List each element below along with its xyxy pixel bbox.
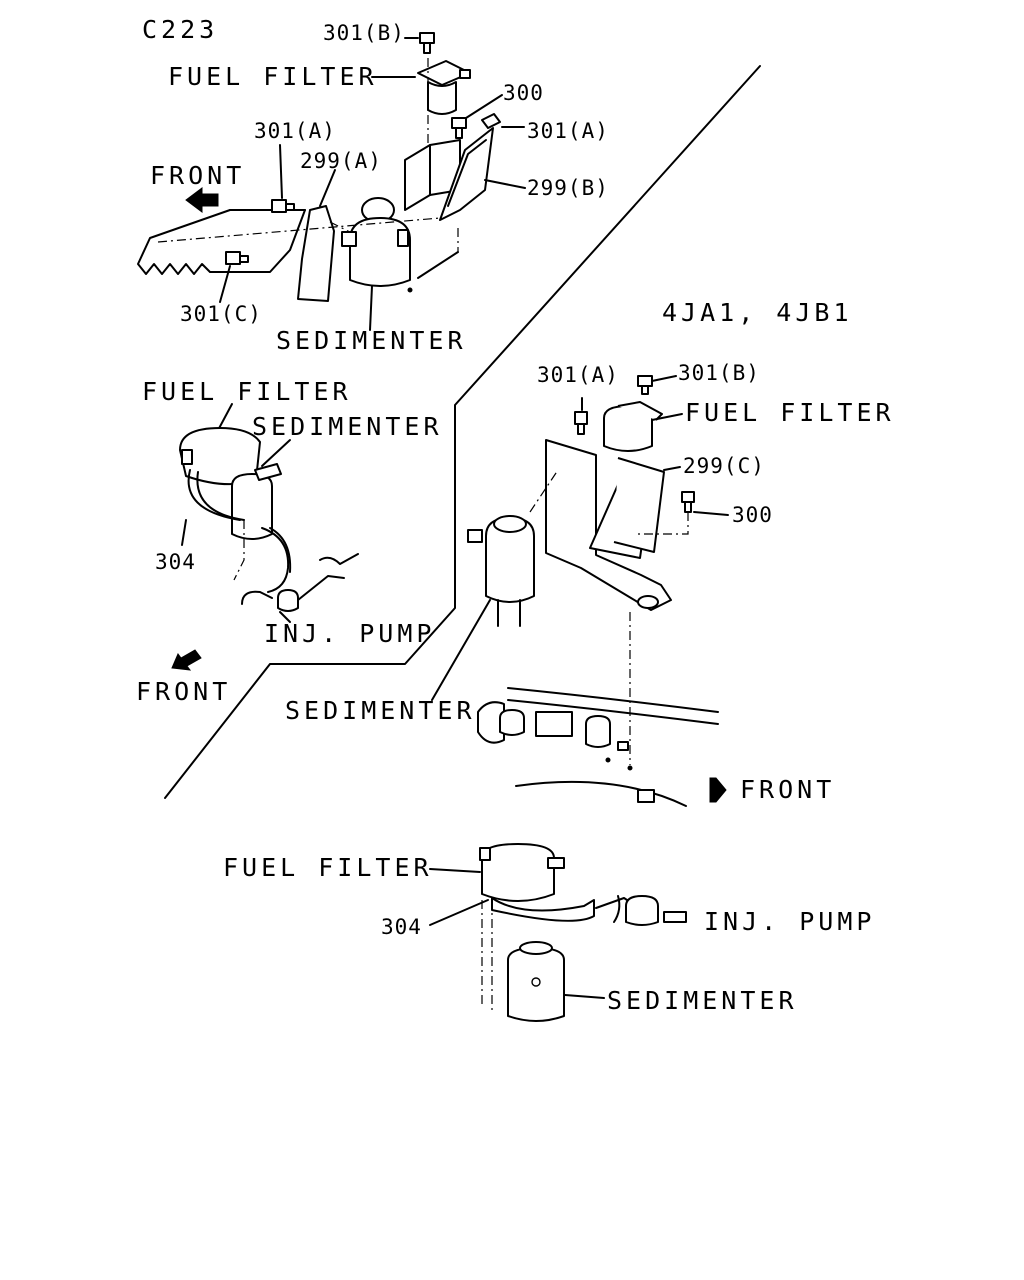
bottom-hose-304 [491,897,595,922]
top-bolt-301a-right-label: 301(A) [527,119,609,143]
bracket-299a-icon [297,205,335,302]
right-bolt-301a-label: 301(A) [537,363,619,387]
engine-label: 4JA1, 4JB1 [662,298,853,327]
left-view-illustration [171,403,359,671]
top-bolt-301c-label: 301(C) [180,302,262,326]
front-arrow-right [709,777,727,803]
left-hose-304 [187,469,245,521]
bottom-inj-pump-label: INJ. PUMP [704,907,876,936]
fuel-filter-icon [371,60,471,115]
left-sedimenter-icon [231,473,273,540]
right-view-illustration [431,375,729,807]
section-divider-line [164,65,761,799]
bottom-fuel-filter-icon [481,843,555,902]
right-bolt-301b-label: 301(B) [678,361,760,385]
right-part-300-icon [681,491,695,513]
left-fuel-filter-icon [179,427,261,486]
bolt-301b-icon [419,32,435,54]
top-fuel-filter-label: FUEL FILTER [168,62,378,91]
top-view-illustration [137,32,526,331]
right-fuel-filter-label: FUEL FILTER [685,398,895,427]
front-arrow-left [171,649,202,671]
diagram-code: C223 [142,15,219,44]
top-bolt-301a-left-label: 301(A) [254,119,336,143]
right-chassis [507,687,719,725]
left-inj-pump-icon [277,589,299,612]
bolt-301a-right-icon [481,113,501,129]
top-bolt-301b-label: 301(B) [323,21,405,45]
right-part-300-label: 300 [732,503,773,527]
left-front-label: FRONT [136,677,232,706]
right-sedimenter-label: SEDIMENTER [285,696,476,725]
top-bracket-299b-label: 299(B) [527,176,609,200]
bottom-sedimenter-label: SEDIMENTER [607,986,798,1015]
part-300-icon [451,117,467,139]
top-bracket-299a-label: 299(A) [300,149,382,173]
top-front-label: FRONT [150,161,246,190]
right-bracket-299c-label: 299(C) [683,454,765,478]
front-arrow-top [185,187,219,213]
bottom-hose-304-label: 304 [381,915,422,939]
right-sedimenter-icon [485,517,535,603]
left-hose-304-label: 304 [155,550,196,574]
right-bolt-301a-icon [574,411,588,435]
bottom-fuel-filter-label: FUEL FILTER [223,853,433,882]
left-inj-pump-label: INJ. PUMP [264,619,436,648]
bottom-view-illustration [429,843,687,1022]
bottom-sedimenter-icon [507,947,565,1022]
sedimenter-icon [341,197,411,331]
bolt-301c-icon [225,251,249,265]
bolt-301a-left-icon [271,199,295,213]
top-part-300-label: 300 [503,81,544,105]
right-bolt-301b-icon [637,375,653,395]
top-sedimenter-label: SEDIMENTER [276,326,467,355]
bracket-299b-icon [404,127,526,221]
right-front-label: FRONT [740,775,836,804]
left-fuel-filter-label: FUEL FILTER [142,377,352,406]
left-sedimenter-label: SEDIMENTER [252,412,443,441]
right-bracket-299c-icon [545,439,672,611]
bottom-inj-pump-icon [625,895,659,926]
